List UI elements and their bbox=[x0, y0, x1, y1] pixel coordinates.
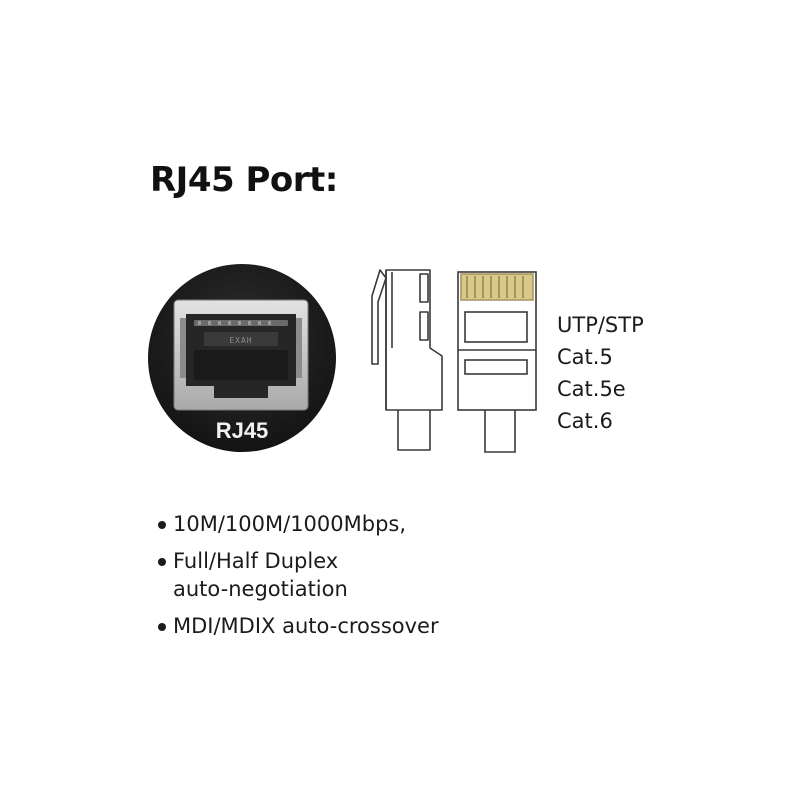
feature-item: MDI/MDIX auto-crossover bbox=[158, 612, 439, 640]
feature-text: 10M/100M/1000Mbps, bbox=[173, 512, 407, 536]
bullet-dot bbox=[158, 521, 166, 529]
cable-type-item: Cat.6 bbox=[557, 409, 613, 433]
svg-text:EXAH: EXAH bbox=[229, 336, 252, 345]
feature-item: Full/Half Duplex auto-negotiation bbox=[158, 547, 439, 603]
cable-type-list: UTP/STP Cat.5 Cat.5e Cat.6 bbox=[557, 309, 644, 437]
cable-type-item: Cat.5 bbox=[557, 345, 613, 369]
bullet-dot bbox=[158, 623, 166, 631]
cable-type-item: UTP/STP bbox=[557, 313, 644, 337]
page-title: RJ45 Port: bbox=[150, 160, 338, 200]
feature-text: Full/Half Duplex auto-negotiation bbox=[173, 549, 348, 601]
feature-item: 10M/100M/1000Mbps, bbox=[158, 510, 439, 538]
bullet-dot bbox=[158, 558, 166, 566]
feature-text: MDI/MDIX auto-crossover bbox=[173, 614, 439, 638]
rj45-port-photo: EXAH RJ45 bbox=[148, 264, 336, 452]
feature-list: 10M/100M/1000Mbps, Full/Half Duplex auto… bbox=[158, 510, 439, 649]
plug-side-view-diagram bbox=[371, 269, 443, 451]
plug-front-view-diagram bbox=[457, 271, 537, 453]
port-label: RJ45 bbox=[216, 418, 269, 443]
cable-type-item: Cat.5e bbox=[557, 377, 626, 401]
